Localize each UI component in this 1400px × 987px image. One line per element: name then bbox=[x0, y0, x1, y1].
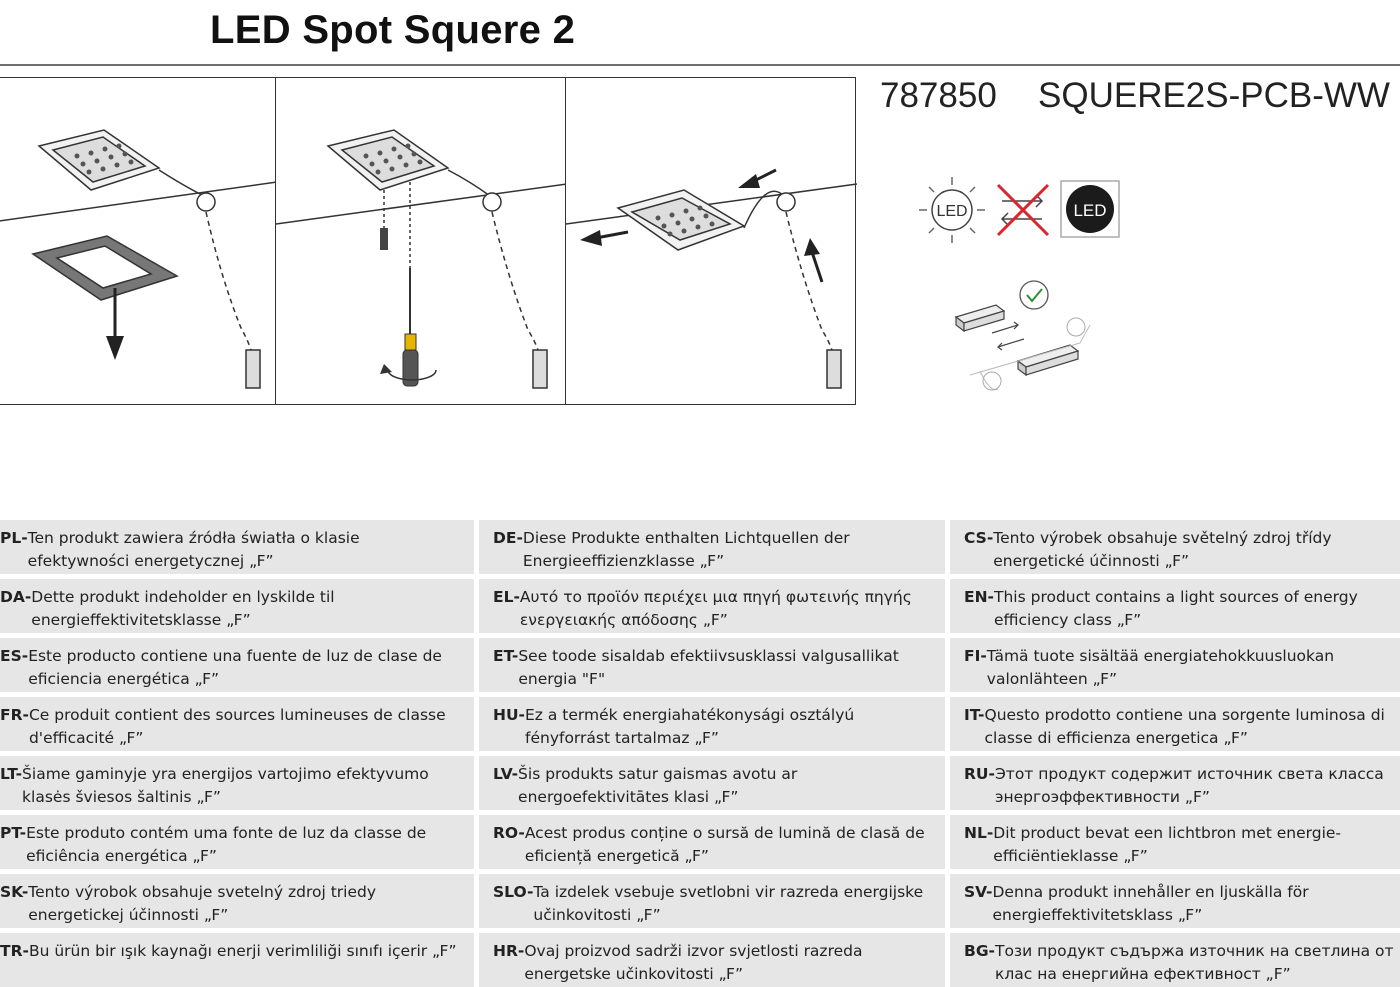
energy-class-cell: SLO-Ta izdelek vsebuje svetlobni vir raz… bbox=[479, 874, 945, 928]
energy-class-cell: NL-Dit product bevat een lichtbron met e… bbox=[950, 815, 1400, 869]
energy-class-cell: FI-Tämä tuote sisältää energiatehokkuusl… bbox=[950, 638, 1400, 692]
energy-class-text: Este producto contiene una fuente de luz… bbox=[28, 645, 466, 692]
language-code: TR- bbox=[0, 940, 29, 987]
energy-class-text: See toode sisaldab efektiivsusklassi val… bbox=[518, 645, 937, 692]
energy-class-text: Αυτό το προϊόν περιέχει μια πηγή φωτεινή… bbox=[520, 586, 937, 633]
energy-class-cell: RO-Acest produs conține o sursă de lumin… bbox=[479, 815, 945, 869]
energy-class-cell: LV-Šis produkts satur gaismas avotu ar e… bbox=[479, 756, 945, 810]
energy-class-text: Ten produkt zawiera źródła światła o kla… bbox=[28, 527, 466, 574]
energy-class-text: Denna produkt innehåller en ljuskälla fö… bbox=[992, 881, 1400, 928]
product-sku: SQUERE2S-PCB-WW bbox=[1038, 74, 1390, 118]
language-code: ES- bbox=[0, 645, 28, 692]
energy-class-text: Tämä tuote sisältää energiatehokkuusluok… bbox=[987, 645, 1400, 692]
language-code: EN- bbox=[964, 586, 994, 633]
energy-class-text: Ce produit contient des sources lumineus… bbox=[29, 704, 466, 751]
product-code: 787850 bbox=[880, 74, 997, 118]
energy-class-cell: IT-Questo prodotto contiene una sorgente… bbox=[950, 697, 1400, 751]
energy-class-text: Този продукт съдържа източник на светлин… bbox=[995, 940, 1400, 987]
no-replace-icon bbox=[998, 185, 1048, 235]
language-code: SLO- bbox=[493, 881, 533, 928]
language-code: HU- bbox=[493, 704, 525, 751]
title-divider bbox=[0, 64, 1400, 66]
energy-class-cell: DA-Dette produkt indeholder en lyskilde … bbox=[0, 579, 474, 633]
energy-class-cell: DE-Diese Produkte enthalten Lichtquellen… bbox=[479, 520, 945, 574]
energy-class-text: This product contains a light sources of… bbox=[994, 586, 1400, 633]
language-code: LV- bbox=[493, 763, 518, 810]
energy-class-text: Questo prodotto contiene una sorgente lu… bbox=[985, 704, 1400, 751]
language-code: BG- bbox=[964, 940, 995, 987]
driver-connection-icon bbox=[956, 305, 1090, 390]
step-3-illustration bbox=[566, 78, 857, 406]
energy-class-cell: CS-Tento výrobek obsahuje světelný zdroj… bbox=[950, 520, 1400, 574]
language-code: NL- bbox=[964, 822, 993, 869]
energy-class-text: Tento výrobok obsahuje svetelný zdroj tr… bbox=[28, 881, 466, 928]
energy-class-cell: HU-Ez a termék energiahatékonysági osztá… bbox=[479, 697, 945, 751]
energy-class-text: Tento výrobek obsahuje světelný zdroj tř… bbox=[993, 527, 1400, 574]
energy-class-text: Ovaj proizvod sadrži izvor svjetlosti ra… bbox=[524, 940, 937, 987]
language-code: ET- bbox=[493, 645, 518, 692]
language-code: CS- bbox=[964, 527, 993, 574]
energy-class-cell: LT-Šiame gaminyje yra energijos vartojim… bbox=[0, 756, 474, 810]
language-code: SV- bbox=[964, 881, 992, 928]
energy-class-cell: PT-Este produto contém uma fonte de luz … bbox=[0, 815, 474, 869]
energy-class-cell: TR-Bu ürün bir ışık kaynağı enerji verim… bbox=[0, 933, 474, 987]
language-code: PT- bbox=[0, 822, 26, 869]
led-bulb-label: LED bbox=[936, 203, 967, 220]
energy-class-text: Dit product bevat een lichtbron met ener… bbox=[993, 822, 1400, 869]
install-step-3-panel bbox=[565, 77, 856, 405]
install-step-2-panel bbox=[275, 77, 566, 405]
energy-class-text: Bu ürün bir ışık kaynağı enerji verimlil… bbox=[29, 940, 466, 987]
led-bulb-icon: LED bbox=[919, 177, 985, 243]
language-code: DA- bbox=[0, 586, 31, 633]
language-code: EL- bbox=[493, 586, 520, 633]
energy-class-cell: HR-Ovaj proizvod sadrži izvor svjetlosti… bbox=[479, 933, 945, 987]
energy-class-cell: EN-This product contains a light sources… bbox=[950, 579, 1400, 633]
install-step-1-panel bbox=[0, 77, 276, 405]
energy-class-text: Šiame gaminyje yra energijos vartojimo e… bbox=[22, 763, 466, 810]
language-code: RU- bbox=[964, 763, 995, 810]
energy-class-text: Šis produkts satur gaismas avotu ar ener… bbox=[518, 763, 937, 810]
energy-class-cell: ET-See toode sisaldab efektiivsusklassi … bbox=[479, 638, 945, 692]
energy-class-cell: SV-Denna produkt innehåller en ljuskälla… bbox=[950, 874, 1400, 928]
energy-class-text: Acest produs conține o sursă de lumină d… bbox=[525, 822, 937, 869]
language-code: FR- bbox=[0, 704, 29, 751]
energy-class-cell: PL-Ten produkt zawiera źródła światła o … bbox=[0, 520, 474, 574]
led-chip-label: LED bbox=[1073, 201, 1106, 220]
language-code: HR- bbox=[493, 940, 524, 987]
language-code: SK- bbox=[0, 881, 28, 928]
energy-class-text: Diese Produkte enthalten Lichtquellen de… bbox=[523, 527, 937, 574]
energy-class-text: Ta izdelek vsebuje svetlobni vir razreda… bbox=[533, 881, 937, 928]
language-code: PL- bbox=[0, 527, 28, 574]
energy-class-cell: BG-Този продукт съдържа източник на свет… bbox=[950, 933, 1400, 987]
led-chip-icon: LED bbox=[1061, 181, 1119, 237]
language-code: RO- bbox=[493, 822, 525, 869]
energy-class-cell: SK-Tento výrobok obsahuje svetelný zdroj… bbox=[0, 874, 474, 928]
step-2-illustration bbox=[276, 78, 567, 406]
language-code: DE- bbox=[493, 527, 523, 574]
energy-class-text: Este produto contém uma fonte de luz da … bbox=[26, 822, 466, 869]
energy-class-cell: RU-Этот продукт содержит источник света … bbox=[950, 756, 1400, 810]
energy-class-text: Этот продукт содержит источник света кла… bbox=[995, 763, 1400, 810]
energy-class-cell: FR-Ce produit contient des sources lumin… bbox=[0, 697, 474, 751]
language-code: FI- bbox=[964, 645, 987, 692]
icon-group: LED LED bbox=[900, 165, 1140, 405]
energy-class-text: Dette produkt indeholder en lyskilde til… bbox=[31, 586, 466, 633]
energy-class-table: PL-Ten produkt zawiera źródła światła o … bbox=[0, 520, 1400, 987]
language-code: IT- bbox=[964, 704, 985, 751]
language-code: LT- bbox=[0, 763, 22, 810]
energy-class-text: Ez a termék energiahatékonysági osztályú… bbox=[525, 704, 937, 751]
energy-class-cell: ES-Este producto contiene una fuente de … bbox=[0, 638, 474, 692]
check-icon bbox=[1020, 281, 1048, 309]
energy-class-cell: EL-Αυτό το προϊόν περιέχει μια πηγή φωτε… bbox=[479, 579, 945, 633]
page-title: LED Spot Squere 2 bbox=[210, 4, 575, 56]
step-1-illustration bbox=[0, 78, 277, 406]
